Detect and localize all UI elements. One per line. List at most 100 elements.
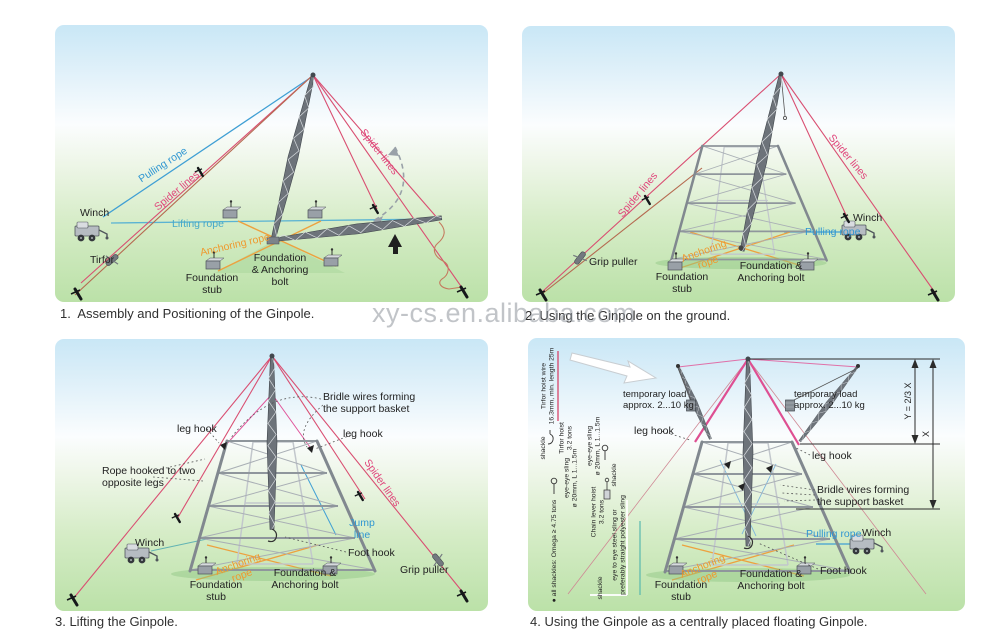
eye-sling-icon <box>550 477 558 485</box>
label-foundation-bolt: Foundation & Anchoring bolt <box>737 260 805 285</box>
label-foundation-bolt: Foundation & Anchoring bolt <box>251 252 309 289</box>
label-winch: Winch <box>80 207 110 219</box>
label-winch: Winch <box>135 537 165 549</box>
label-pulling-rope: Pulling rope <box>806 528 862 540</box>
label-temp-load-right: temporary load approx. 2...10 kg <box>794 389 865 411</box>
note-eye-sling-1: eye-eye sling ø 20mm, L 1...1.5m <box>563 448 578 508</box>
label-tirfor: Tirfor <box>90 254 115 266</box>
ground-anchor-icon <box>926 288 940 302</box>
label-bridle-wires: Bridle wires forming the support basket <box>817 484 910 509</box>
pulley-icon <box>856 364 860 368</box>
ground-anchor-icon <box>65 593 79 607</box>
pivot-base <box>266 236 280 245</box>
label-foundation-stub: Foundation stub <box>189 579 243 604</box>
apex-pulley <box>310 72 316 78</box>
caption-panel-2: 2. Using the Ginpole on the ground. <box>525 308 731 323</box>
winch-icon <box>74 221 110 243</box>
leg-hook-icon <box>220 442 227 450</box>
dimension-arrows <box>914 366 934 502</box>
panel1-illustration <box>69 72 469 301</box>
pulley-icon <box>676 364 680 368</box>
shackle-icon <box>547 430 554 445</box>
label-leg-hook-right: leg hook <box>812 450 852 462</box>
note-shackle-2: shackle <box>611 463 619 487</box>
guy-lines <box>567 358 927 595</box>
panel2-illustration <box>534 71 940 302</box>
note-chain-hoist: Chain lever hoist 3.2 tons <box>590 486 605 538</box>
eye-sling-icon <box>601 444 609 452</box>
pointer-arrow <box>569 352 658 384</box>
hoist-hook-icon <box>782 115 788 121</box>
arrowhead <box>929 500 937 509</box>
pulling-rope-line <box>102 75 314 218</box>
label-foundation-bolt: Foundation & Anchoring bolt <box>737 568 805 593</box>
slack-rope <box>433 221 463 290</box>
label-foundation-stub: Foundation stub <box>655 271 709 296</box>
panel-1-assembly: Winch Tirfor Pulling rope Spider lines L… <box>55 25 488 302</box>
foundation-stub-icon <box>222 199 242 219</box>
jump-line <box>300 464 337 536</box>
note-tirfor-wire: Tirfor hoist wire 16.3mm, min. length 25… <box>540 347 555 425</box>
hook-mark <box>766 465 773 473</box>
ginpole-truss <box>742 358 754 547</box>
label-bridle-wires: Bridle wires forming the support basket <box>323 391 416 416</box>
lift-direction-arrow-stem <box>393 247 398 254</box>
center-bolt <box>738 245 744 251</box>
panel-2-ginpole-on-ground: Spider lines Spider lines Grip puller Wi… <box>522 26 955 302</box>
label-rope-hooked: Rope hooked to two opposite legs <box>102 465 196 490</box>
label-lifting-rope: Lifting rope <box>172 218 224 230</box>
arc-arrowhead-top <box>388 147 399 156</box>
panel-3-lifting-ginpole: Bridle wires forming the support basket … <box>55 339 488 611</box>
arc-arrowhead-bottom <box>373 216 383 227</box>
arrowhead <box>911 435 919 444</box>
anchoring-rope-lines <box>217 220 337 272</box>
ground-anchor-icon <box>353 490 364 502</box>
ground-anchor-icon <box>455 589 469 603</box>
note-shackle-3: shackle <box>597 576 605 600</box>
label-leg-hook-left: leg hook <box>177 423 217 435</box>
apex-pulley <box>269 353 275 359</box>
grip-puller-rope <box>541 167 703 295</box>
ground-anchor-icon <box>368 203 379 215</box>
hoist-wires <box>677 367 859 401</box>
apex-pulley <box>745 356 751 362</box>
watermark-text: xy-cs.en.alibaba.com <box>372 298 636 328</box>
caption-panel-4: 4. Using the Ginpole as a centrally plac… <box>530 614 868 629</box>
ginpole-truss <box>736 72 787 253</box>
label-dim-y: Y = 2/3 X <box>902 382 913 420</box>
rotation-arc <box>372 146 405 222</box>
note-eye-to-eye-sling: eye to eye steel sling or preferably str… <box>611 495 626 595</box>
arrowhead <box>911 359 919 368</box>
label-pulling-rope: Pulling rope <box>805 226 861 238</box>
ground-anchor-icon <box>455 285 469 299</box>
hook-mark <box>724 461 731 469</box>
label-temp-load-left: temporary load approx. 2...10 kg <box>623 389 694 411</box>
panel4-illustration <box>547 351 940 596</box>
leader-curves <box>229 396 324 448</box>
caption-panel-3: 3. Lifting the Ginpole. <box>55 614 178 629</box>
label-jump-line: Jump line <box>349 517 375 542</box>
foundation-stub-icon <box>323 247 343 267</box>
label-leg-hook-right: leg hook <box>343 428 383 440</box>
note-all-shackles: ● all shackles: Omega ≥ 4.75 tons <box>551 499 559 603</box>
chain-hoist-ring <box>604 477 610 483</box>
leader-lines <box>657 429 819 570</box>
label-leg-hook-left: leg hook <box>634 425 674 437</box>
lift-direction-arrow <box>388 234 402 247</box>
label-foundation-stub: Foundation stub <box>185 272 239 297</box>
foot-hook-icon <box>267 528 278 543</box>
label-grip-puller: Grip puller <box>400 564 449 576</box>
leg-hook-icon <box>307 445 314 453</box>
label-winch: Winch <box>862 527 892 539</box>
boom-truss <box>271 212 443 246</box>
pole-top-wires <box>677 358 859 368</box>
apex-pulley <box>778 71 784 77</box>
label-dim-x: X <box>920 430 931 438</box>
note-shackle-1: shackle <box>540 436 548 460</box>
panel3-illustration <box>65 353 469 607</box>
note-eye-sling-2: eye-eye sling ø 20mm, L 1...1.5m <box>586 416 601 476</box>
label-foot-hook: Foot hook <box>348 547 395 559</box>
spider-lines <box>80 74 466 293</box>
ground-anchor-icon <box>170 512 182 524</box>
